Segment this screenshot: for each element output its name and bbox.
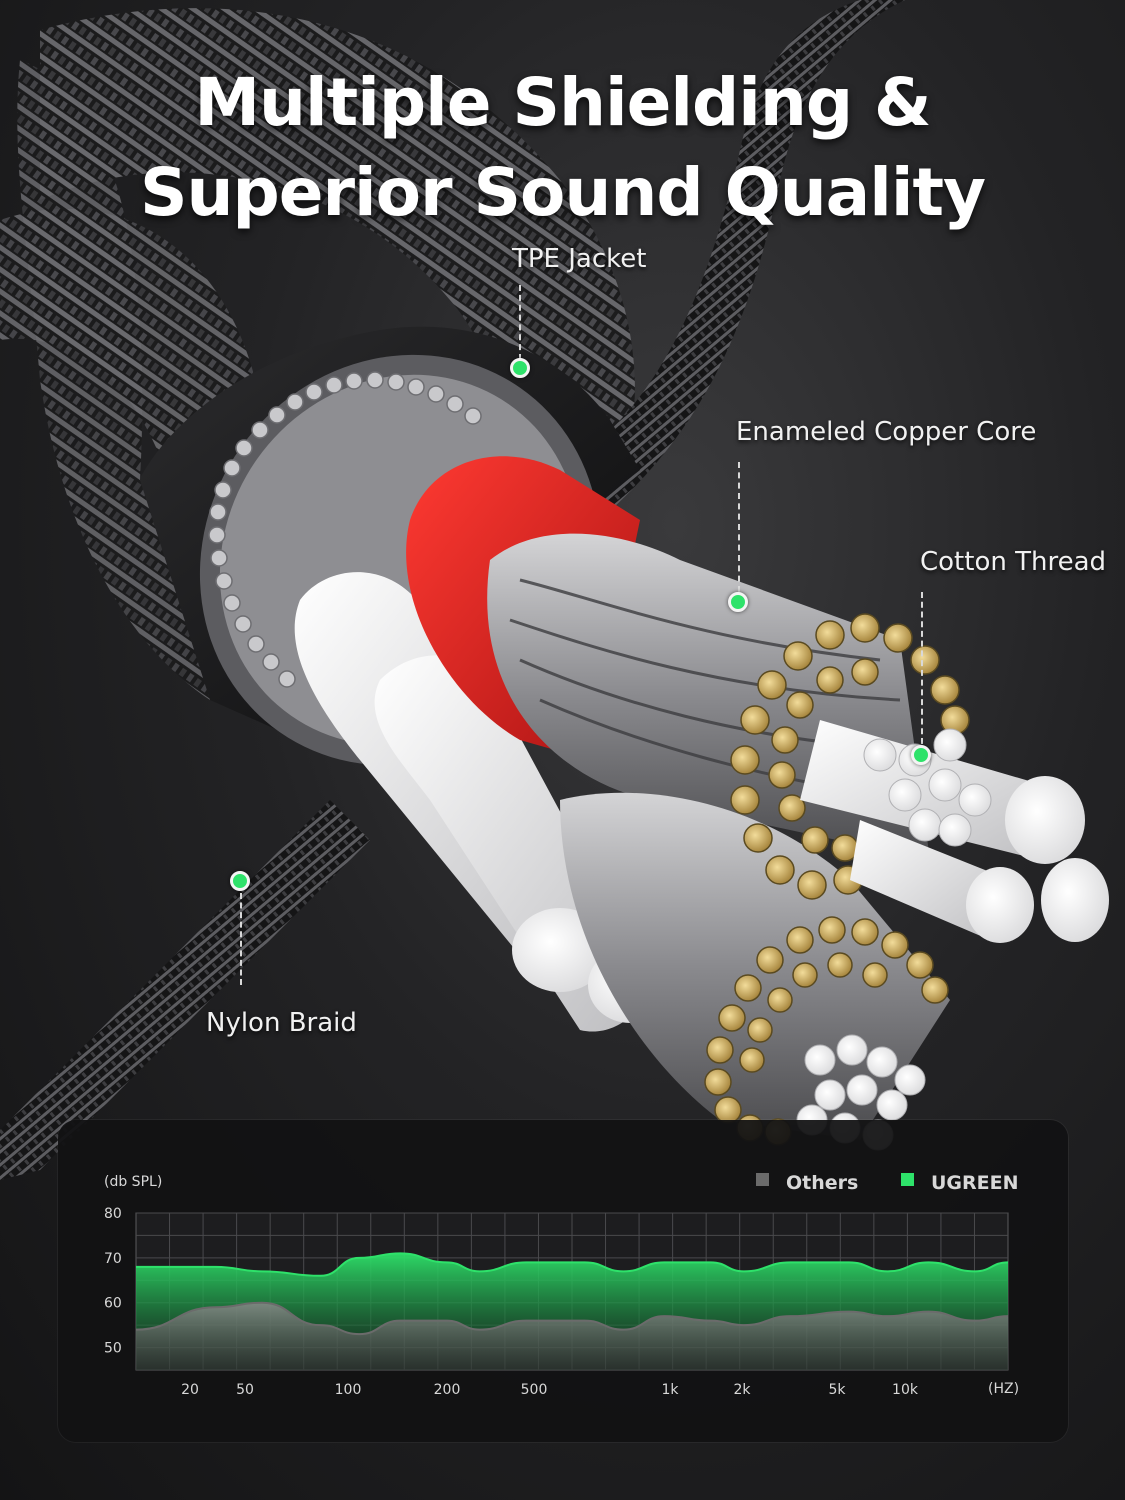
marker-dot-nylon [230, 871, 250, 891]
leader-line-cotton [921, 592, 923, 744]
legend-label-ugreen: UGREEN [931, 1172, 1019, 1194]
chart-areas [135, 1252, 1009, 1370]
shield-beads [208, 371, 482, 688]
x-tick-label: 50 [236, 1382, 254, 1398]
y-tick-label: 80 [104, 1206, 122, 1222]
headline-line-1: Multiple Shielding & [194, 64, 931, 141]
legend-swatch-others [756, 1173, 769, 1186]
x-tick-label: 100 [335, 1382, 362, 1398]
x-tick-label: 200 [434, 1382, 461, 1398]
leader-line-tpe [519, 285, 521, 360]
legend: Others UGREEN [756, 1172, 1019, 1194]
x-tick-label: 5k [828, 1382, 846, 1398]
legend-swatch-ugreen [901, 1173, 914, 1186]
x-tick-label: 500 [521, 1382, 548, 1398]
callout-copper-core: Enameled Copper Core [736, 417, 1037, 447]
y-tick-label: 60 [104, 1296, 122, 1312]
series-line-others [135, 1301, 1009, 1336]
callout-nylon-braid: Nylon Braid [206, 1008, 357, 1038]
marker-dot-cotton [911, 745, 931, 765]
leader-line-copper [738, 462, 740, 592]
x-tick-label: 2k [733, 1382, 751, 1398]
series-line-ugreen [136, 1252, 1009, 1277]
marker-dot-copper [728, 592, 748, 612]
braided-cable-thin-bottom [0, 800, 370, 1180]
x-tick-label: 20 [181, 1382, 199, 1398]
callout-cotton-thread: Cotton Thread [920, 547, 1107, 577]
x-tick-label: 10k [892, 1382, 919, 1398]
braided-cable-thin-right [560, 0, 905, 520]
y-axis-label: (db SPL) [104, 1174, 162, 1190]
callout-tpe-jacket: TPE Jacket [512, 244, 647, 274]
marker-dot-tpe [510, 358, 530, 378]
series-area-others [136, 1302, 1008, 1370]
headline-line-2: Superior Sound Quality [139, 154, 986, 231]
leader-line-nylon [240, 893, 242, 985]
y-tick-label: 50 [104, 1341, 122, 1357]
x-tick-label: 1k [661, 1382, 679, 1398]
legend-label-others: Others [786, 1172, 858, 1194]
braided-cable-loop [40, 8, 635, 620]
y-tick-labels: 80 70 60 50 [104, 1206, 122, 1357]
x-tick-labels: 20 50 100 200 500 1k 2k 5k 10k [181, 1382, 919, 1398]
cotton-thread-ends-upper [800, 720, 1109, 943]
jacket-braid [17, 60, 211, 700]
y-tick-label: 70 [104, 1251, 122, 1267]
x-axis-unit: (HZ) [988, 1381, 1019, 1397]
